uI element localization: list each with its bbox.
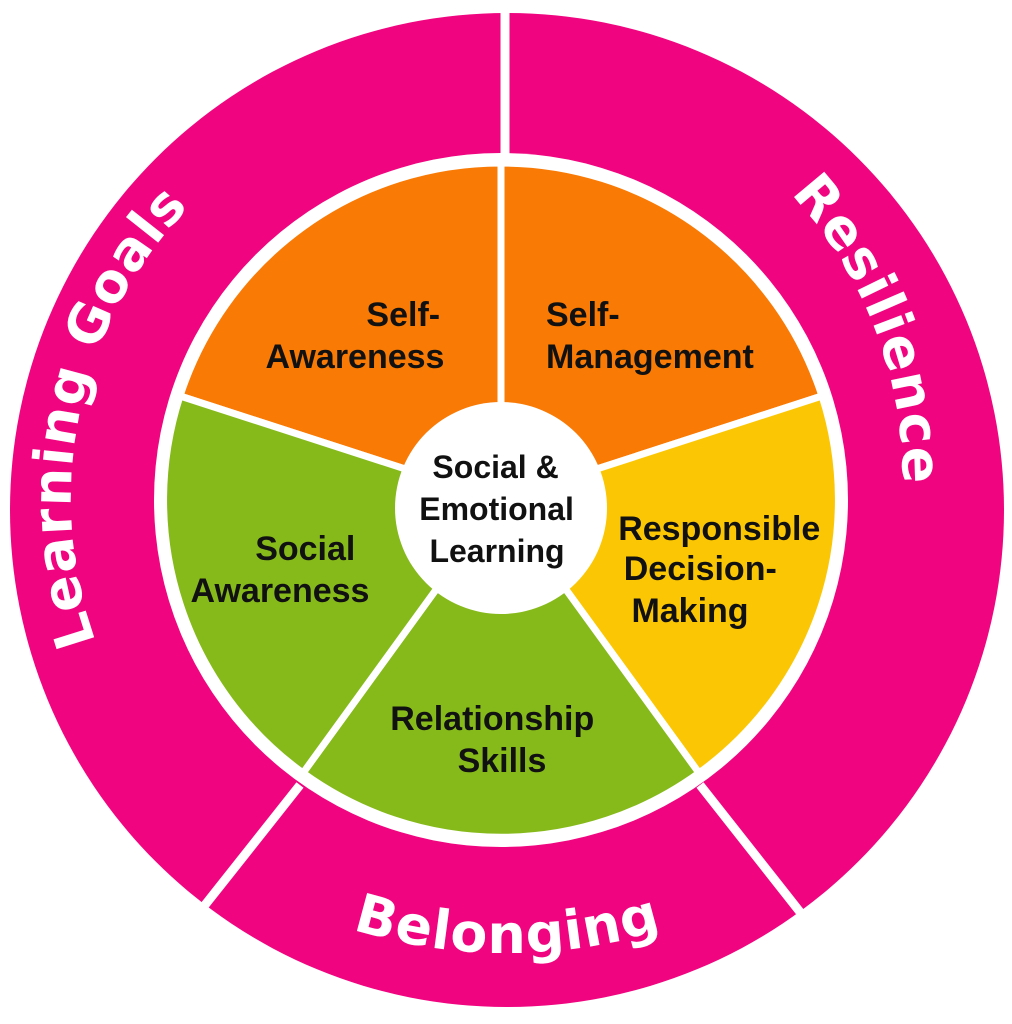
label-self-management: Self- Management [546,296,754,376]
label-center-line3: Learning [429,533,564,569]
label-responsible-line3: Making [631,592,748,630]
label-self-management-line2: Management [546,338,754,376]
center-circle [395,402,607,614]
label-relationship-line1: Relationship [390,700,594,738]
label-relationship-line2: Skills [458,742,547,780]
label-center-line2: Emotional [419,491,574,527]
label-center-line1: Social & [432,449,558,485]
segment-self-awareness [176,159,505,504]
label-center: Social & Emotional Learning [419,449,583,569]
outer-divider-lower-left [201,782,304,908]
label-social-awareness-line1: Social [255,530,355,568]
label-self-awareness-line1: Self- [366,296,440,334]
segment-self-management [497,159,826,504]
label-responsible-line1: Responsible [618,510,820,548]
outer-divider-lower-right [696,782,804,915]
label-social-awareness-line2: Awareness [191,572,370,610]
label-relationship-skills: Relationship Skills [390,700,603,780]
label-responsible-decision-making: Responsible Decision- Making [618,510,830,630]
label-responsible-line2: Decision- [624,550,777,588]
label-self-awareness-line2: Awareness [266,338,445,376]
label-self-awareness: Self- Awareness [266,296,450,376]
label-social-awareness: Social Awareness [191,530,370,610]
segment-relationship-skills [299,496,703,841]
label-self-management-line1: Self- [546,296,620,334]
